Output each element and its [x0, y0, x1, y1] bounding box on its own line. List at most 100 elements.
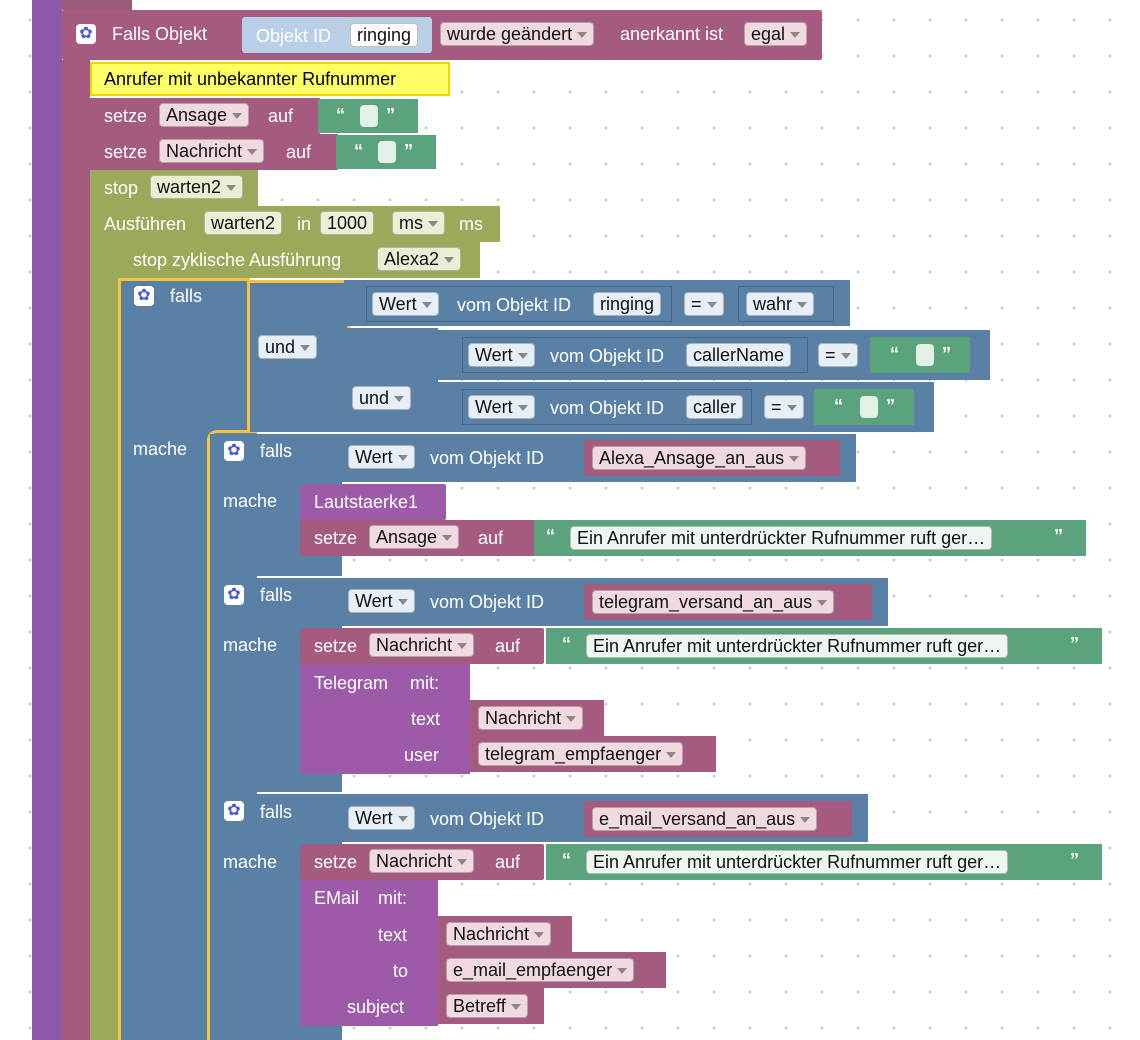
email-label: EMail — [314, 888, 360, 908]
callername-object[interactable]: callerName — [686, 343, 792, 367]
wahr-dropdown[interactable]: wahr — [746, 292, 815, 316]
trigger-rail — [62, 60, 90, 1040]
falls-label: falls — [170, 286, 203, 306]
telegram-label: Telegram — [314, 673, 389, 693]
ansage-text-field[interactable]: Ein Anrufer mit unterdrückter Rufnummer … — [570, 526, 993, 550]
gear-icon[interactable]: ✿ — [134, 286, 154, 306]
auf-label: auf — [286, 142, 312, 162]
open-quote-icon: “ — [354, 141, 363, 161]
und-inner-dropdown[interactable]: und — [352, 386, 412, 410]
empty-text-field[interactable] — [360, 105, 378, 127]
mit-label: mit: — [410, 673, 439, 693]
telegram-block[interactable] — [300, 664, 470, 774]
nachricht-var-dropdown[interactable]: Nachricht — [369, 633, 475, 657]
telegram-user-dropdown[interactable]: telegram_empfaenger — [478, 742, 684, 766]
alexa-ansage-dropdown[interactable]: Alexa_Ansage_an_aus — [592, 446, 807, 470]
alexa2-dropdown[interactable]: Alexa2 — [377, 247, 462, 271]
empty-text-field[interactable] — [860, 396, 878, 418]
nachricht-text-dropdown[interactable]: Nachricht — [446, 922, 552, 946]
ringing-object[interactable]: ringing — [593, 292, 662, 316]
setze-label: setze — [104, 106, 148, 126]
auf-label: auf — [268, 106, 294, 126]
stop-zyklisch-label: stop zyklische Ausführung — [133, 250, 342, 270]
email-subject-dropdown[interactable]: Betreff — [446, 994, 528, 1018]
setze-label: setze — [104, 142, 148, 162]
email-versand-dropdown[interactable]: e_mail_versand_an_aus — [592, 807, 818, 831]
mache-label: mache — [223, 852, 278, 872]
setze-label: setze — [314, 528, 358, 548]
falls-label: falls — [260, 585, 293, 605]
open-quote-icon: “ — [834, 396, 843, 416]
eq-dropdown[interactable]: = — [764, 395, 804, 419]
unit-dropdown[interactable]: ms — [392, 211, 445, 235]
ansage-var-dropdown[interactable]: Ansage — [159, 103, 250, 127]
wurde-geaendert-dropdown[interactable]: wurde geändert — [440, 22, 595, 46]
vom-objekt-label: vom Objekt ID — [550, 346, 665, 366]
caller-object[interactable]: caller — [686, 395, 744, 419]
ansage-var-dropdown[interactable]: Ansage — [369, 525, 460, 549]
email-to-dropdown[interactable]: e_mail_empfaenger — [446, 958, 635, 982]
open-quote-icon: “ — [890, 344, 899, 364]
nachricht-text-dropdown[interactable]: Nachricht — [478, 706, 584, 730]
close-quote-icon: ” — [1070, 850, 1079, 870]
mache-label: mache — [223, 491, 278, 511]
text-label: text — [411, 709, 441, 729]
open-quote-icon: “ — [336, 105, 345, 125]
auf-label: auf — [495, 636, 521, 656]
ausfuehren-var[interactable]: warten2 — [204, 211, 283, 235]
trigger-label: Falls Objekt — [112, 24, 208, 44]
mache-label: mache — [223, 635, 278, 655]
gear-icon[interactable]: ✿ — [224, 441, 244, 461]
warten2-dropdown[interactable]: warten2 — [150, 175, 244, 199]
comment-block[interactable] — [90, 62, 450, 96]
auf-label: auf — [495, 852, 521, 872]
close-quote-icon: ” — [1070, 634, 1079, 654]
subject-label: subject — [347, 997, 405, 1017]
wert-dropdown[interactable]: Wert — [348, 589, 415, 613]
vom-objekt-label: vom Objekt ID — [430, 592, 545, 612]
gear-icon[interactable]: ✿ — [76, 24, 96, 44]
empty-text-field[interactable] — [916, 344, 934, 366]
email-block[interactable] — [300, 880, 438, 1026]
gear-icon[interactable]: ✿ — [224, 585, 244, 605]
interval-input[interactable]: 1000 — [320, 211, 375, 235]
lautstaerke-label: Lautstaerke1 — [314, 492, 419, 512]
vom-objekt-label: vom Objekt ID — [457, 295, 572, 315]
ausfuehren-rail — [90, 242, 118, 1040]
nachricht-text-field[interactable]: Ein Anrufer mit unterdrückter Rufnummer … — [586, 850, 1009, 874]
to-label: to — [393, 961, 409, 981]
text-label: text — [378, 925, 408, 945]
lautstaerke-block[interactable] — [300, 484, 446, 520]
falls-label: falls — [260, 441, 293, 461]
ausfuehren-label: Ausführen — [104, 214, 187, 234]
nachricht-var-dropdown[interactable]: Nachricht — [369, 849, 475, 873]
stop-label: stop — [104, 178, 139, 198]
vom-objekt-label: vom Objekt ID — [550, 398, 665, 418]
und-dropdown[interactable]: und — [258, 335, 318, 359]
nachricht-text-field[interactable]: Ein Anrufer mit unterdrückter Rufnummer … — [586, 634, 1009, 658]
user-label: user — [404, 745, 440, 765]
comment-text: Anrufer mit unbekannter Rufnummer — [104, 69, 397, 89]
wert-dropdown[interactable]: Wert — [348, 806, 415, 830]
nachricht-var-dropdown[interactable]: Nachricht — [159, 139, 265, 163]
open-quote-icon: “ — [546, 526, 555, 546]
empty-text-field[interactable] — [378, 141, 396, 163]
close-quote-icon: ” — [386, 105, 395, 125]
close-quote-icon: ” — [886, 396, 895, 416]
eq-dropdown[interactable]: = — [684, 292, 724, 316]
und-inner-block[interactable] — [344, 328, 438, 432]
wert-dropdown[interactable]: Wert — [468, 395, 535, 419]
wert-dropdown[interactable]: Wert — [372, 292, 439, 316]
mache-label: mache — [133, 439, 188, 459]
gear-icon[interactable]: ✿ — [224, 801, 244, 821]
close-quote-icon: ” — [942, 344, 951, 364]
telegram-versand-dropdown[interactable]: telegram_versand_an_aus — [592, 590, 835, 614]
wert-dropdown[interactable]: Wert — [348, 445, 415, 469]
eq-dropdown[interactable]: = — [818, 343, 858, 367]
egal-dropdown[interactable]: egal — [744, 22, 808, 46]
open-quote-icon: “ — [562, 850, 571, 870]
wert-dropdown[interactable]: Wert — [468, 343, 535, 367]
objekt-id-value[interactable]: ringing — [350, 23, 419, 47]
auf-label: auf — [478, 528, 504, 548]
close-quote-icon: ” — [404, 141, 413, 161]
